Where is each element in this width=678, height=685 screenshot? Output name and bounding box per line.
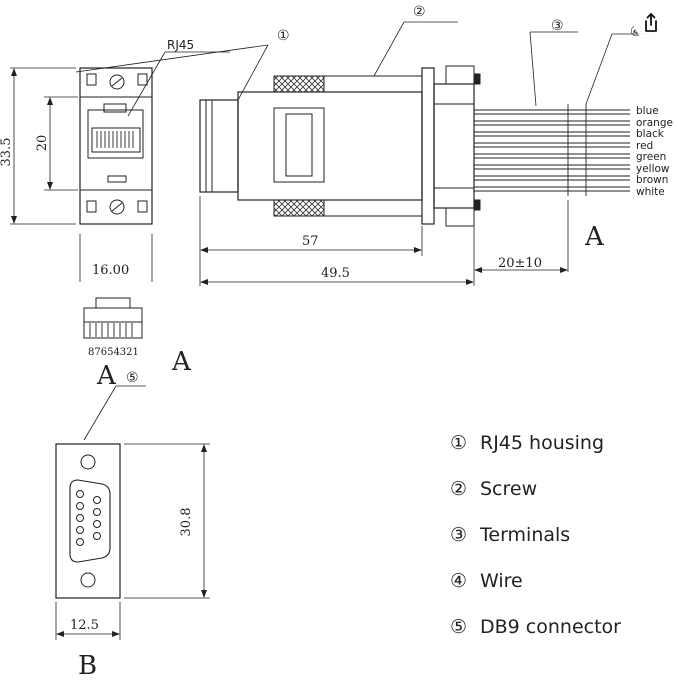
wire-label-blue: blue [636,105,659,117]
legend-text-2: Screw [480,478,537,500]
share-button[interactable] [634,6,668,40]
dim-label-12-5: 12.5 [70,618,99,633]
wire-label-black: black [636,128,665,140]
wire-label-white: white [636,186,665,198]
legend-text-1: RJ45 housing [480,432,604,454]
legend-num-2: ② [450,478,467,500]
wire-color-labels: blue orange black red green yellow brown… [636,105,673,198]
dim-label-16: 16.00 [92,263,129,278]
dim-label-20-10: 20±10 [498,256,542,271]
legend-num-4: ④ [450,570,467,592]
pin-numbers: 87654321 [88,347,139,358]
dim-height-33-5 [10,67,76,225]
wire-label-yellow: yellow [636,163,670,175]
dim-label-57: 57 [302,234,319,249]
view-letter-a-left: A [96,361,117,391]
callout-2: ② [413,4,426,20]
callout-3: ③ [551,18,564,34]
adapter-side-view [199,65,481,227]
callout-5: ⑤ [126,370,139,386]
share-icon [645,13,657,32]
dim-db9-width [55,602,121,640]
wire-label-red: red [636,140,653,152]
callout-1: ① [277,28,290,44]
dim-label-33-5: 33.5 [0,138,14,167]
legend-text-4: Wire [480,570,523,592]
rj45-front-view [79,67,153,225]
dim-label-20: 20 [35,135,50,152]
legend-num-5: ⑤ [450,616,467,638]
legend-text-3: Terminals [479,524,570,546]
view-letter-a-mid: A [171,347,192,377]
view-letter-b: B [78,651,97,680]
rj45-plug-pinout [83,297,143,339]
legend-num-1: ① [450,432,467,454]
rj45-label: RJ45 [167,38,194,52]
legend-num-3: ③ [450,524,467,546]
wire-label-brown: brown [636,174,668,186]
dim-width-16 [79,234,153,282]
wire-label-green: green [636,151,666,163]
dim-label-49-5: 49.5 [321,266,350,281]
legend: ① RJ45 housing ② Screw ③ Terminals ④ Wir… [450,432,621,638]
legend-text-5: DB9 connector [480,616,621,638]
dim-db9-height [124,443,210,599]
wire-label-orange: orange [636,117,673,129]
view-letter-a-right: A [584,222,605,252]
db9-view [55,443,121,599]
wires [474,104,630,196]
dim-label-30-8: 30.8 [179,508,194,537]
dim-height-20 [44,96,78,191]
dim-lengths [199,196,569,286]
